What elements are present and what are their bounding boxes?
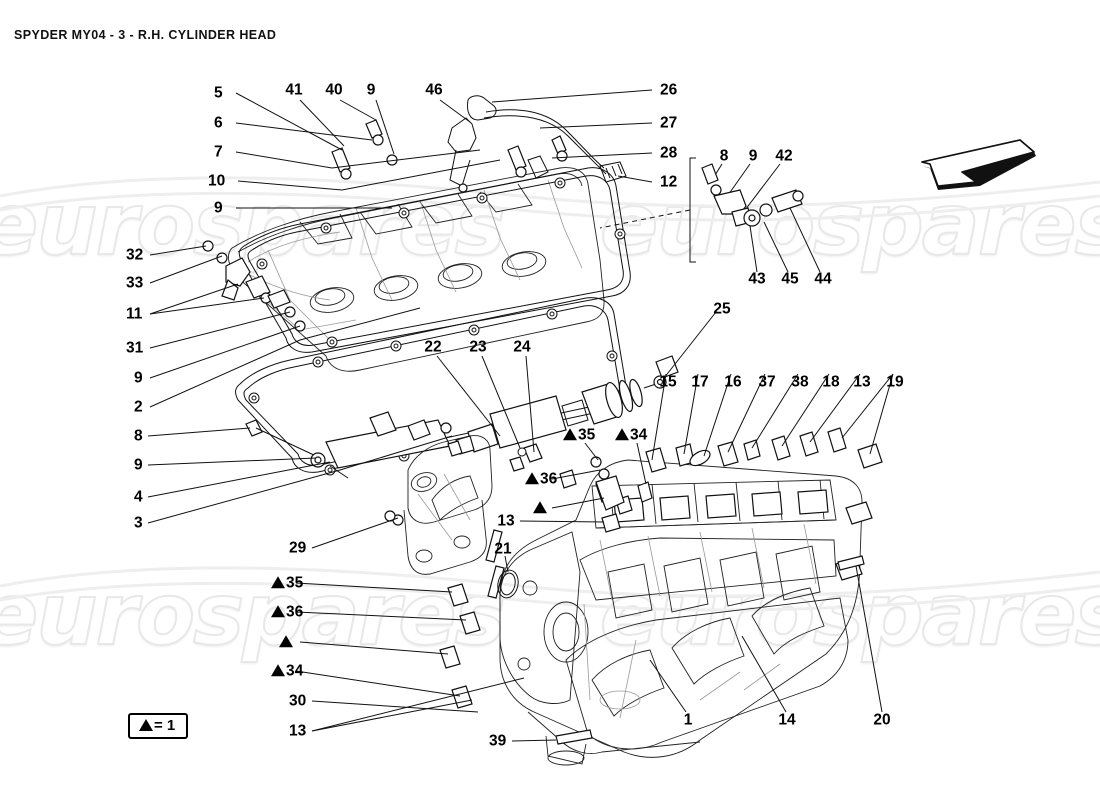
callout-42[interactable]: 42 [775,147,793,165]
callout-label: 34 [630,426,648,444]
callout-11[interactable]: 11 [126,305,143,323]
triangle-marker-icon [271,605,285,618]
callout-37[interactable]: 37 [758,373,776,391]
callout-21[interactable]: 21 [494,540,512,558]
callout-44[interactable]: 44 [814,270,832,288]
ignition-harness [447,95,627,193]
callout-7[interactable]: 7 [214,143,223,161]
callout-9-a[interactable]: 9 [214,199,223,217]
callout-6[interactable]: 6 [214,114,223,132]
callout-triangle-35[interactable]: 35 [563,427,595,443]
callout-9-b[interactable]: 9 [366,81,376,99]
callout-28[interactable]: 28 [660,144,678,162]
callout-label: 35 [286,574,304,592]
callout-triangle-35-b[interactable]: 35 [271,575,303,591]
legend-box: = 1 [128,713,189,739]
callout-2[interactable]: 2 [134,398,143,416]
callout-39[interactable]: 39 [489,732,507,750]
orientation-arrow-icon [921,139,1036,190]
callout-29[interactable]: 29 [289,539,307,557]
top-fasteners [331,119,568,180]
callout-8-a[interactable]: 8 [719,147,729,165]
callout-triangle-34-b[interactable]: 34 [271,663,303,679]
callout-17[interactable]: 17 [691,373,709,391]
callout-triangle-36-b[interactable]: 36 [271,604,303,620]
callout-3[interactable]: 3 [134,514,143,532]
callout-25[interactable]: 25 [713,300,731,318]
callout-32[interactable]: 32 [126,246,144,264]
callout-triangle-blank-2[interactable] [279,634,294,650]
callout-16[interactable]: 16 [724,373,742,391]
variable-timing-actuator [447,355,679,472]
callout-38[interactable]: 38 [791,373,809,391]
legend-text: = 1 [154,717,176,734]
callout-label: 36 [540,470,558,488]
callout-triangle-34[interactable]: 34 [615,427,647,443]
callout-label: 35 [578,426,596,444]
callout-13-c[interactable]: 13 [289,722,307,740]
page-title: SPYDER MY04 - 3 - R.H. CYLINDER HEAD [14,28,277,42]
callout-27[interactable]: 27 [660,114,678,132]
callout-9-c[interactable]: 9 [748,147,758,165]
callout-24[interactable]: 24 [513,338,531,356]
callout-5[interactable]: 5 [214,84,223,102]
triangle-marker-icon [271,576,285,589]
triangle-marker-icon [525,472,539,485]
callout-23[interactable]: 23 [469,338,487,356]
triangle-marker-icon [139,719,153,731]
callout-45[interactable]: 45 [781,270,799,288]
callout-triangle-blank[interactable] [533,500,548,516]
callout-8-b[interactable]: 8 [134,427,143,445]
callout-31[interactable]: 31 [126,339,144,357]
leader-lines [147,89,894,742]
callout-30[interactable]: 30 [289,692,307,710]
callout-1[interactable]: 1 [683,711,693,729]
triangle-marker-icon [271,664,285,677]
callout-33[interactable]: 33 [126,274,144,292]
callout-20[interactable]: 20 [873,711,891,729]
small-parts-lower [439,529,865,745]
lower-bracket-rod [245,411,452,479]
callout-22[interactable]: 22 [424,338,442,356]
callout-10[interactable]: 10 [208,172,226,190]
callout-13-a[interactable]: 13 [853,373,871,391]
callout-label: 34 [286,662,304,680]
callout-43[interactable]: 43 [748,270,766,288]
callout-18[interactable]: 18 [822,373,840,391]
triangle-marker-icon [563,428,577,441]
callout-9-e[interactable]: 9 [134,456,143,474]
callout-15[interactable]: 15 [659,373,677,391]
callout-26[interactable]: 26 [660,81,678,99]
triangle-marker-icon [279,635,293,648]
callout-19[interactable]: 19 [886,373,904,391]
triangle-marker-icon [533,501,547,514]
callout-41[interactable]: 41 [285,81,303,99]
callout-12[interactable]: 12 [660,173,678,191]
callout-9-d[interactable]: 9 [134,369,143,387]
callout-40[interactable]: 40 [325,81,343,99]
callout-triangle-36[interactable]: 36 [525,471,557,487]
callout-46[interactable]: 46 [425,81,443,99]
detail-bracket [599,157,696,263]
small-brackets-left [202,240,306,332]
callout-14[interactable]: 14 [778,711,796,729]
detail-box-parts [701,163,804,227]
cam-cover-assembly [228,167,605,372]
callout-label: 36 [286,603,304,621]
callout-4[interactable]: 4 [134,488,143,506]
triangle-marker-icon [615,428,629,441]
cylinder-head-casting [499,459,863,766]
callout-13-b[interactable]: 13 [497,512,515,530]
